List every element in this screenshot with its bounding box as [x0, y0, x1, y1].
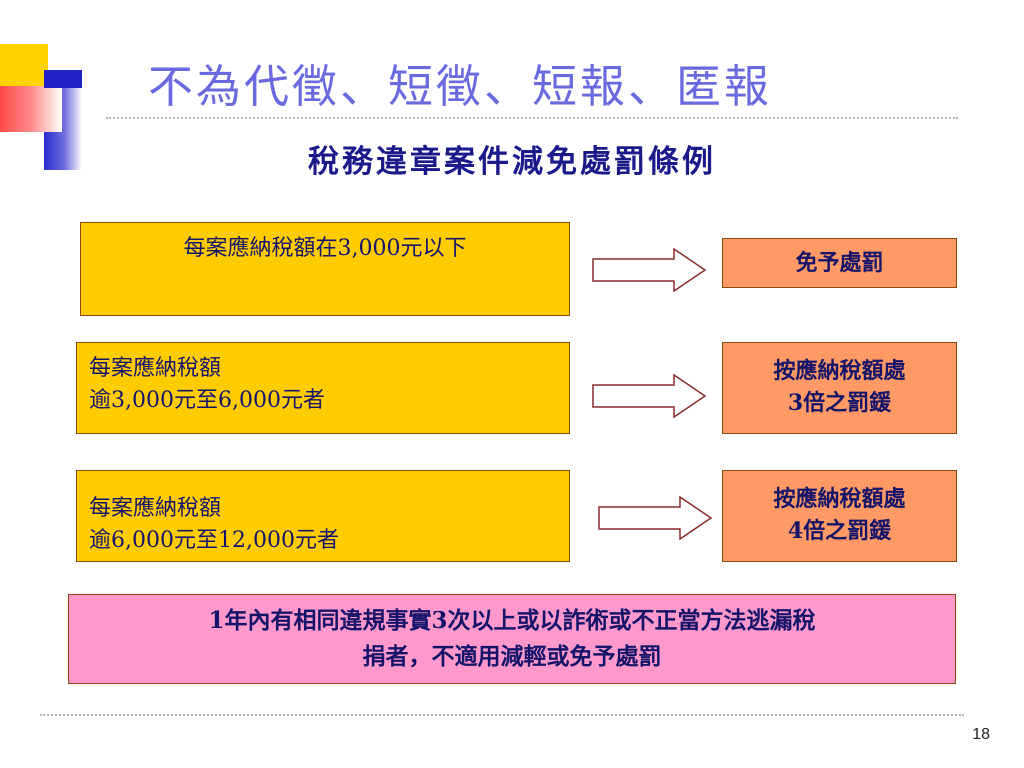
footer-divider: [40, 714, 964, 716]
note-text: 1年內有相同違規事實3次以上或以詐術或不正當方法逃漏稅: [208, 607, 816, 634]
result-text: 按應納稅額處: [773, 358, 906, 384]
page-number: 18: [972, 726, 990, 743]
condition-text: 逾6,000元至12,000元者: [89, 528, 339, 553]
result-box-1: 免予處罰: [722, 238, 957, 288]
condition-box-2: 每案應納稅額 逾3,000元至6,000元者: [76, 342, 570, 434]
decor-red-square: [0, 86, 62, 132]
note-text: 捐者，不適用減輕或免予處罰: [362, 643, 662, 670]
slide-subtitle: 稅務違章案件減免處罰條例: [308, 144, 716, 180]
condition-text: 逾3,000元至6,000元者: [89, 388, 325, 413]
exception-note: 1年內有相同違規事實3次以上或以詐術或不正當方法逃漏稅 捐者，不適用減輕或免予處…: [68, 594, 956, 684]
right-arrow-icon: [598, 496, 713, 540]
result-text: 4倍之罰鍰: [787, 518, 892, 544]
right-arrow-icon: [592, 374, 707, 418]
condition-box-1: 每案應納稅額在3,000元以下: [80, 222, 570, 316]
decor-yellow-square: [0, 44, 48, 90]
result-text: 3倍之罰鍰: [787, 390, 892, 416]
condition-text: 每案應納稅額在3,000元以下: [183, 236, 467, 261]
decor-navy-square: [44, 70, 82, 88]
right-arrow-icon: [592, 248, 707, 292]
condition-text: 每案應納稅額: [89, 356, 222, 381]
result-text: 免予處罰: [795, 250, 884, 276]
result-box-2: 按應納稅額處 3倍之罰鍰: [722, 342, 957, 434]
result-box-3: 按應納稅額處 4倍之罰鍰: [722, 470, 957, 562]
result-text: 按應納稅額處: [773, 486, 906, 512]
condition-box-3: 每案應納稅額 逾6,000元至12,000元者: [76, 470, 570, 562]
title-divider: [106, 117, 958, 119]
slide-title: 不為代徵、短徵、短報、匿報: [148, 60, 773, 113]
condition-text: 每案應納稅額: [89, 496, 222, 521]
